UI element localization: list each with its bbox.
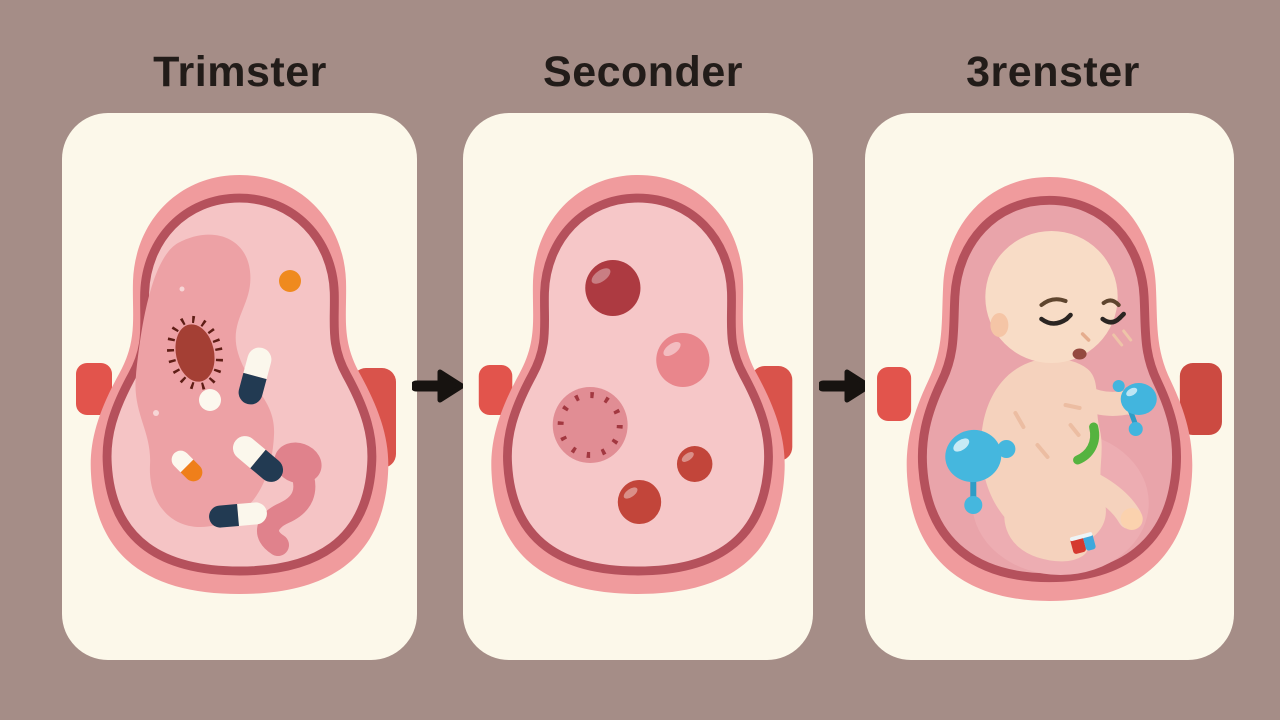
capsule-icon	[232, 436, 284, 482]
virus-icon	[166, 315, 224, 391]
rattle-icon-right	[1112, 380, 1157, 436]
fetus-nose	[1080, 332, 1091, 342]
fetus-cheek-shading	[1112, 329, 1133, 347]
panel-title-third: 3renster	[966, 48, 1140, 96]
fetus-leg-left	[1004, 482, 1089, 562]
fetus-foot	[1120, 508, 1143, 530]
panel-card-third	[865, 113, 1234, 660]
panel-card-first	[62, 113, 417, 660]
red-cell-icon	[676, 446, 713, 482]
capsule-icon	[209, 502, 267, 528]
embryo-swirl	[257, 442, 322, 556]
umbilical-cord	[1073, 422, 1100, 465]
red-cell-icon	[617, 480, 662, 524]
uterus-medication-illustration	[76, 175, 396, 594]
panel-title-first: Trimster	[153, 48, 327, 96]
fetus-closed-eyes	[1039, 311, 1126, 326]
fetus-skin-shading	[1013, 403, 1082, 459]
arrow-right-icon	[412, 369, 465, 403]
ticked-cell-icon	[552, 387, 628, 463]
capsule-icon	[238, 347, 272, 405]
uterus-cells-illustration	[478, 175, 793, 594]
panel-title-second: Seconder	[543, 48, 743, 96]
pink-cell-icon	[656, 333, 710, 387]
dark-red-cell-icon	[585, 260, 641, 316]
fallopian-tab-icons	[877, 363, 1222, 435]
orange-pill-icon	[279, 270, 301, 292]
fetus	[981, 231, 1143, 562]
uterus-fetus-illustration	[877, 177, 1222, 601]
fetus-head	[985, 231, 1118, 363]
white-orange-capsule-icon	[171, 450, 203, 482]
fetus-mouth	[1072, 348, 1087, 360]
arrow-right-icon	[819, 369, 872, 403]
white-pill-icon	[199, 389, 221, 411]
fetus-ear	[990, 313, 1009, 337]
rattle-icon-left	[945, 429, 1016, 514]
fetus-eyebrows	[1039, 297, 1121, 307]
panel-card-second	[463, 113, 813, 660]
ankle-band	[1069, 532, 1096, 554]
